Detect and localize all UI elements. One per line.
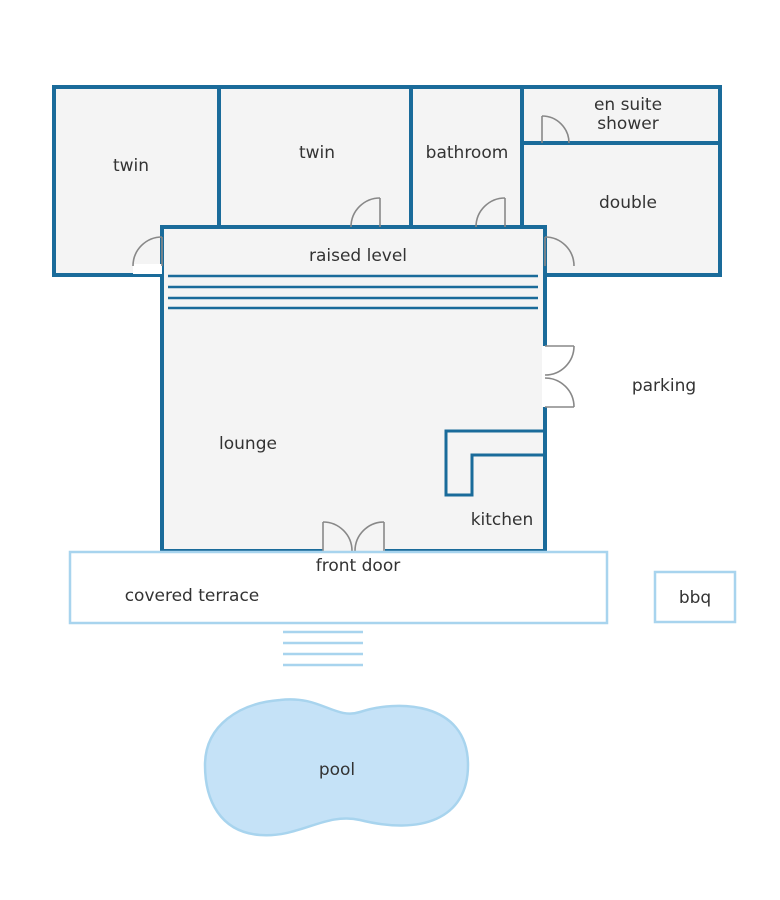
area-label-covered-terrace: covered terrace [125, 586, 260, 606]
bbq-box [653, 570, 737, 624]
area-label-pool: pool [319, 760, 355, 780]
front-door [322, 521, 385, 552]
area-label-bbq: bbq [679, 588, 711, 608]
door-gap [133, 264, 162, 274]
door-parking [544, 345, 575, 408]
door-twin-center [350, 197, 381, 228]
room-label-en-suite: en suite [594, 95, 662, 115]
room-label-kitchen: kitchen [471, 510, 534, 530]
door-twin-left [132, 236, 163, 267]
room-label-bathroom: bathroom [426, 143, 509, 163]
covered-terrace [68, 550, 609, 625]
room-label-double: double [599, 193, 657, 213]
area-label-parking: parking [632, 376, 696, 396]
kitchen-counter [444, 429, 545, 497]
room-label-twin-center: twin [299, 143, 335, 163]
label-front-door: front door [316, 556, 400, 576]
room-label-twin-left: twin [113, 156, 149, 176]
room-label-shower: shower [597, 114, 658, 134]
door-bathroom [475, 197, 506, 228]
pool-shape [203, 698, 470, 837]
room-label-lounge: lounge [219, 434, 277, 454]
door-en-suite [541, 115, 570, 144]
door-double [544, 236, 575, 267]
room-label-raised-level: raised level [309, 246, 407, 266]
